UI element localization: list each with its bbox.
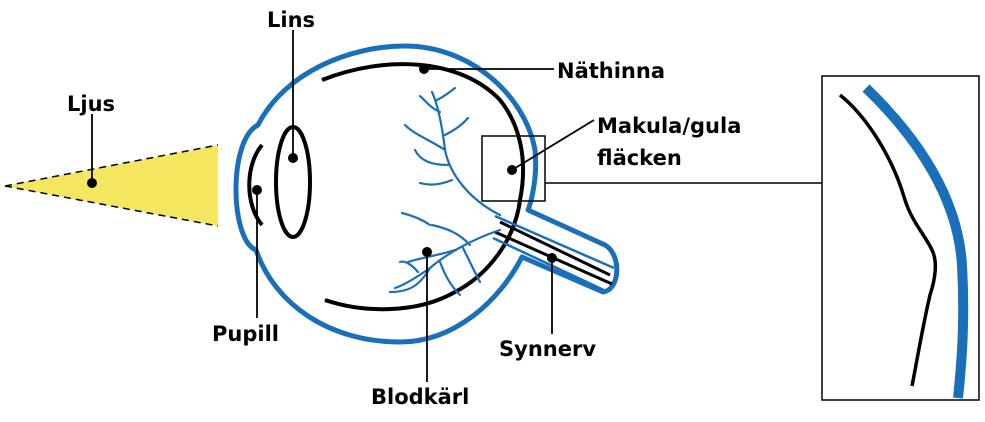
iris: [249, 145, 262, 225]
label-macula-line1: Makula/gula: [597, 110, 741, 142]
label-blood-vessels: Blodkärl: [371, 384, 469, 410]
inset-retina-curve: [840, 95, 935, 386]
label-light: Ljus: [67, 91, 115, 117]
label-optic-nerve: Synnerv: [499, 336, 596, 362]
light-beam: [5, 145, 218, 226]
inset-blue-layer: [866, 88, 963, 398]
label-pupil: Pupill: [212, 321, 279, 347]
label-retina: Näthinna: [557, 58, 665, 84]
label-macula-line2: fläcken: [597, 142, 741, 174]
label-lens: Lins: [267, 7, 315, 33]
label-macula: Makula/gula fläcken: [597, 110, 741, 174]
blood-vessels: [390, 88, 500, 295]
pointer-macula: [512, 120, 594, 170]
